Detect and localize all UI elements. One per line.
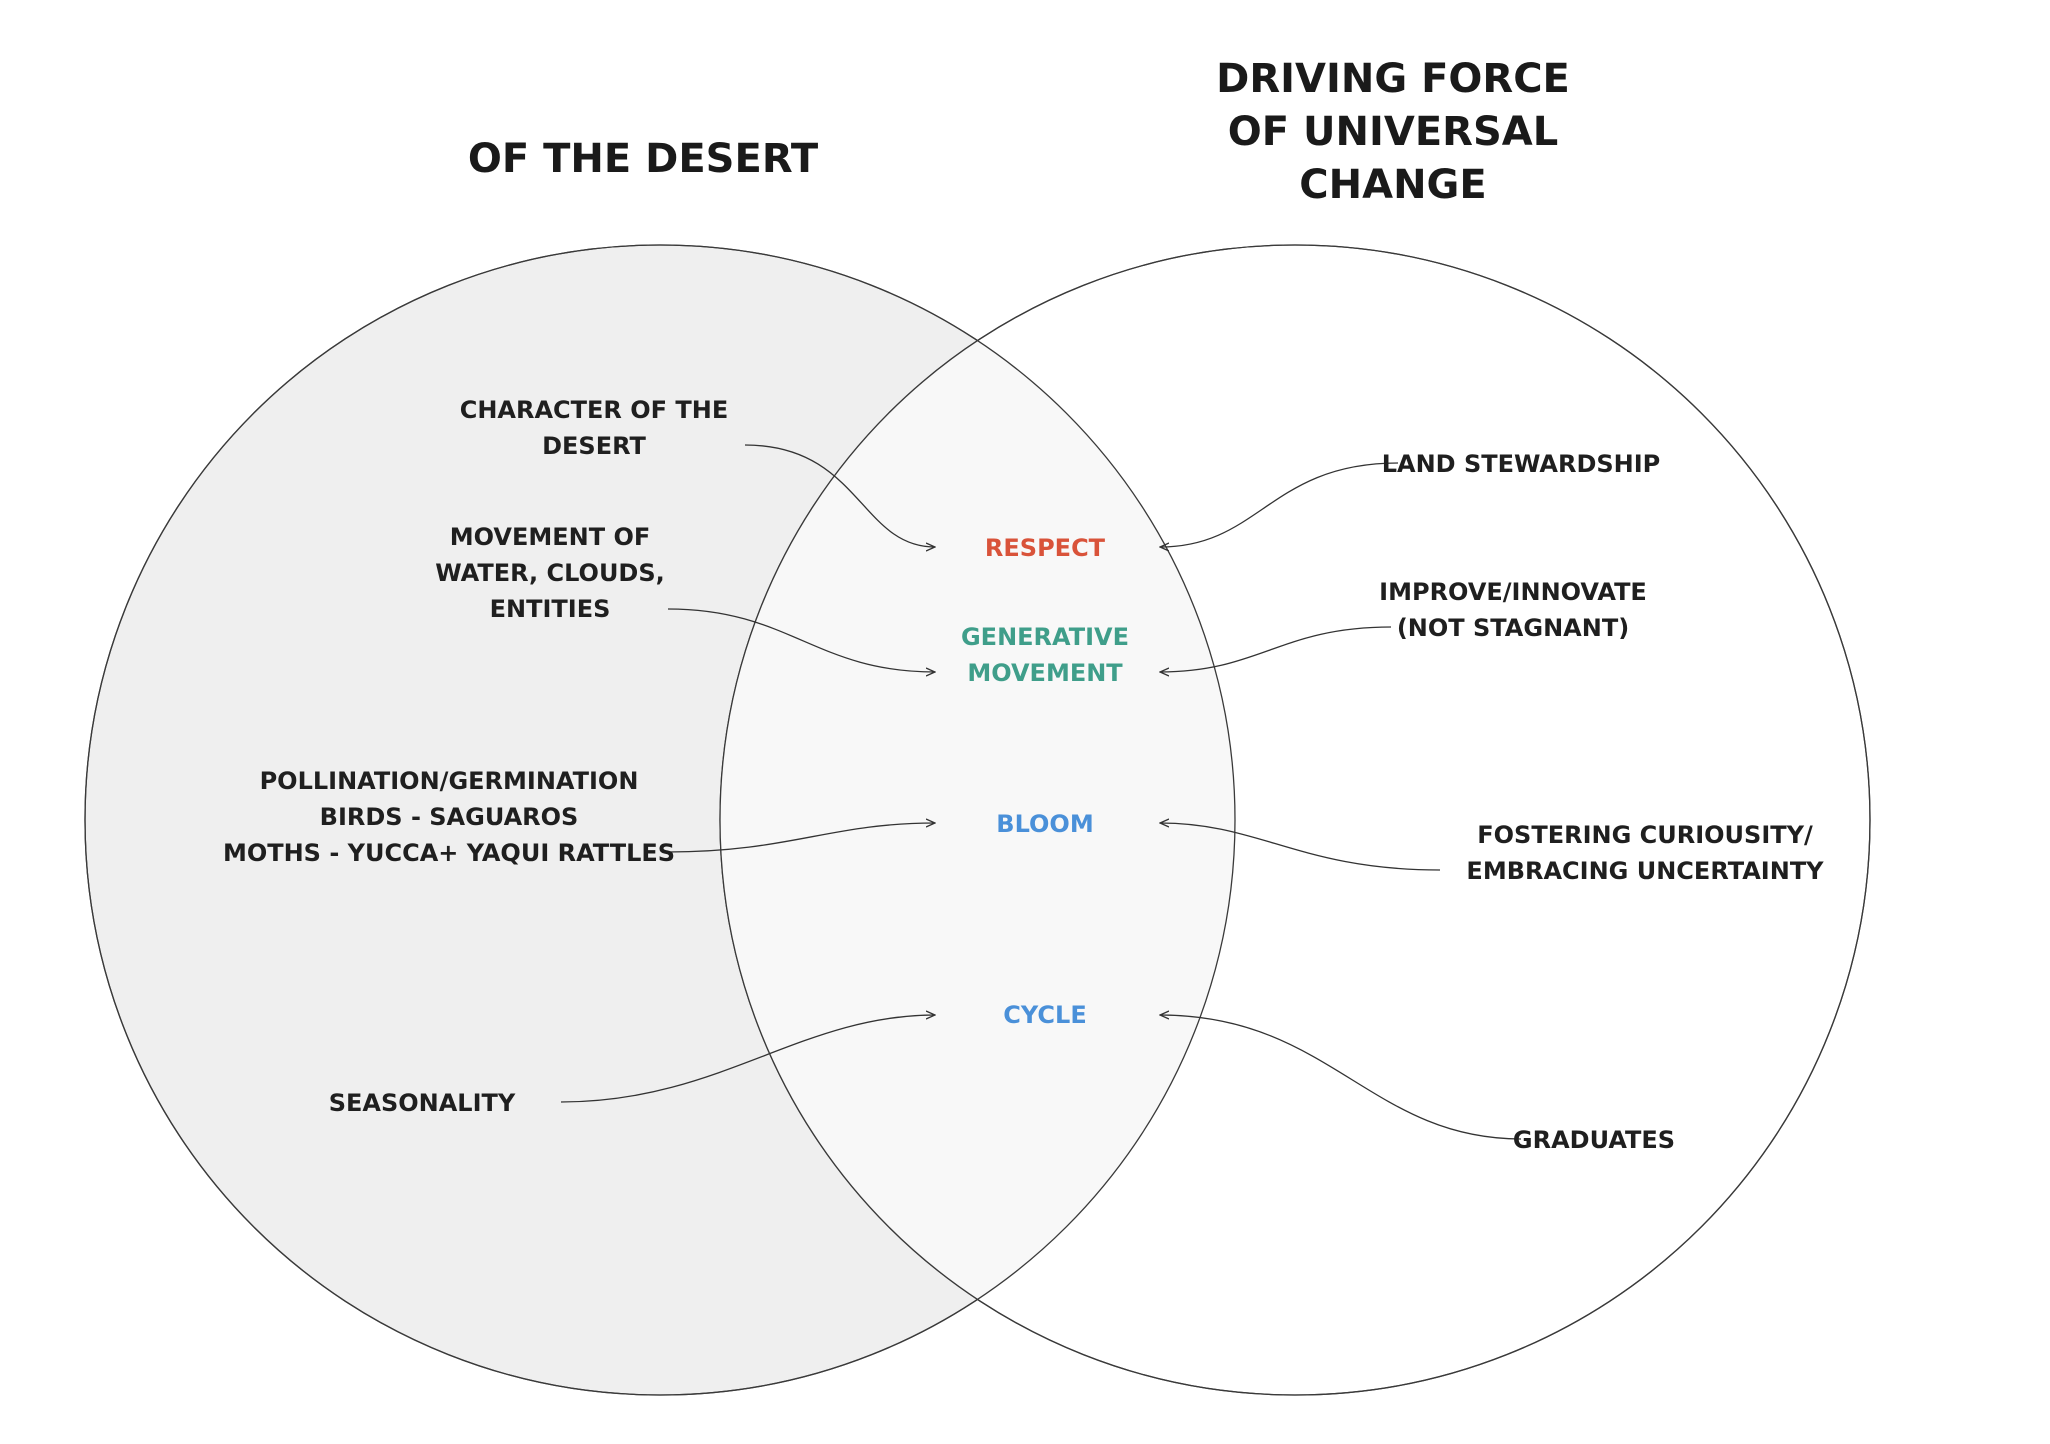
left-item-label: SEASONALITY	[329, 1089, 516, 1117]
left-set-title: OF THE DESERT	[468, 136, 819, 182]
intersection-region	[720, 245, 1235, 1395]
intersection-label-generative-line: MOVEMENT	[967, 659, 1123, 687]
left-item-label-line: MOVEMENT OF	[450, 523, 651, 551]
left-circle-outline	[84, 244, 1236, 1396]
right-item-label: FOSTERING CURIOUSITY/EMBRACING UNCERTAIN…	[1466, 821, 1824, 885]
right-item-label-line: LAND STEWARDSHIP	[1382, 450, 1661, 478]
left-connector-arrow	[667, 823, 935, 853]
right-item-label-line: EMBRACING UNCERTAINTY	[1466, 857, 1824, 885]
right-item-label-line: IMPROVE/INNOVATE	[1379, 578, 1647, 606]
left-connector-arrow	[744, 444, 935, 547]
right-connector-arrow	[1160, 626, 1392, 672]
intersection-label-generative: GENERATIVE MOVEMENT	[961, 623, 1129, 687]
right-item-label-line: (NOT STAGNANT)	[1397, 614, 1629, 642]
left-item-label: CHARACTER OF THE DESERT	[460, 396, 729, 460]
left-item-label-line: POLLINATION/GERMINATION	[260, 767, 639, 795]
right-set-title-line: DRIVING FORCE	[1216, 56, 1570, 102]
left-item-label-line: BIRDS - SAGUAROS	[320, 803, 579, 831]
intersection-items: RESPECT GENERATIVE MOVEMENT BLOOM CYCLE	[961, 534, 1129, 1029]
right-item-label-line: FOSTERING CURIOUSITY/	[1477, 821, 1813, 849]
left-item-label-line: SEASONALITY	[329, 1089, 516, 1117]
right-item-label-line: GRADUATES	[1513, 1126, 1675, 1154]
left-item-label-line: ENTITIES	[490, 595, 611, 623]
left-connector-arrow	[560, 1015, 935, 1103]
right-item-label: LAND STEWARDSHIP	[1382, 450, 1661, 478]
left-item-label: MOVEMENT OF WATER, CLOUDS, ENTITIES	[435, 523, 665, 623]
connectors	[560, 444, 1522, 1140]
right-connector-arrow	[1160, 1015, 1522, 1140]
right-circle-outline	[719, 244, 1871, 1396]
right-set-title: DRIVING FORCE OF UNIVERSAL CHANGE	[1216, 56, 1570, 208]
right-item-label: IMPROVE/INNOVATE (NOT STAGNANT)	[1379, 578, 1647, 642]
left-item-label: POLLINATION/GERMINATION BIRDS - SAGUAROS M…	[223, 767, 675, 867]
intersection-label-cycle: CYCLE	[1003, 1001, 1086, 1029]
left-item-label-line: DESERT	[542, 432, 646, 460]
right-connector-arrow	[1160, 823, 1441, 871]
right-item-label: GRADUATES	[1513, 1126, 1675, 1154]
intersection-label-respect: RESPECT	[985, 534, 1106, 562]
right-set-title-line: CHANGE	[1299, 162, 1486, 208]
left-connector-arrow	[667, 608, 935, 672]
right-set-items: LAND STEWARDSHIP IMPROVE/INNOVATE (NOT STA…	[1379, 450, 1824, 1154]
intersection-label-respect-line: RESPECT	[985, 534, 1106, 562]
intersection-label-generative-line: GENERATIVE	[961, 623, 1129, 651]
left-item-label-line: WATER, CLOUDS,	[435, 559, 665, 587]
intersection-label-bloom-line: BLOOM	[996, 810, 1093, 838]
left-item-label-line: MOTHS - YUCCA+ YAQUI RATTLES	[223, 839, 675, 867]
intersection-label-cycle-line: CYCLE	[1003, 1001, 1086, 1029]
intersection-label-bloom: BLOOM	[996, 810, 1093, 838]
right-connector-arrow	[1160, 462, 1399, 547]
right-set-title-line: OF UNIVERSAL	[1228, 109, 1558, 155]
left-set-items: CHARACTER OF THE DESERT MOVEMENT OF WATER, …	[223, 396, 728, 1117]
left-item-label-line: CHARACTER OF THE	[460, 396, 729, 424]
